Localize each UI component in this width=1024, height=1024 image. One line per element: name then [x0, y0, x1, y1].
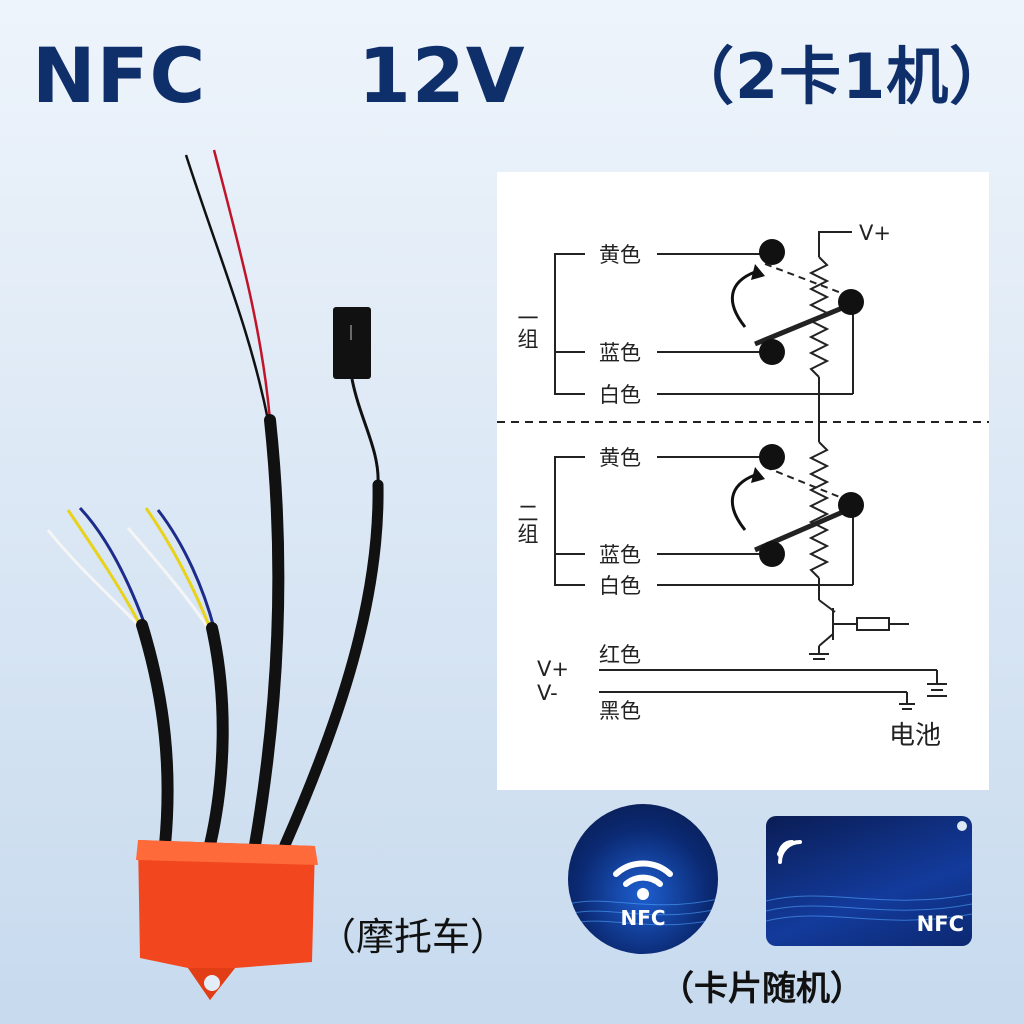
contact-dot: [759, 541, 785, 567]
label-blue-2: 蓝色: [599, 543, 641, 567]
group1-cable: [136, 619, 174, 851]
label-battery: 电池: [889, 721, 941, 751]
signal-icon: [778, 840, 802, 864]
contact-dot: [759, 239, 785, 265]
device-illustration: [46, 149, 384, 1000]
label-vminus: V-: [537, 681, 558, 705]
label-blue-1: 蓝色: [599, 341, 641, 365]
device-caption: （摩托车）: [318, 915, 509, 959]
device-housing: [138, 840, 315, 1000]
red-wire-thin: [212, 149, 272, 421]
nfc-antenna-pad: [333, 307, 371, 379]
title-nfc: NFC: [32, 31, 207, 120]
label-yellow-1: 黄色: [599, 243, 641, 267]
mounting-hole: [204, 975, 220, 991]
label-vplus: V+: [537, 657, 569, 681]
round-tag-label: NFC: [620, 906, 666, 930]
title-voltage: 12V: [358, 31, 526, 120]
label-yellow-2: 黄色: [599, 446, 641, 470]
label-white-2: 白色: [599, 574, 641, 598]
nfc-card-tag: NFC: [766, 816, 972, 946]
group2-cable: [204, 622, 229, 851]
label-group-2: 二组: [515, 502, 539, 544]
label-black: 黑色: [599, 699, 641, 723]
main-cable: [249, 414, 285, 851]
label-red: 红色: [599, 643, 641, 667]
wiring-diagram: 黄色 蓝色 白色 一组 黄色 蓝色 白色 二组 V+ 红色 V+ V- 黑色 电…: [497, 172, 989, 790]
contact-dot: [838, 289, 864, 315]
label-vplus-top: V+: [859, 221, 891, 245]
card-tag-label: NFC: [916, 912, 964, 936]
black-wire-thin: [184, 154, 270, 421]
contact-dot: [759, 339, 785, 365]
title-package: （2卡1机）: [672, 40, 1013, 113]
antenna-cable: [279, 479, 384, 851]
label-group-1: 一组: [515, 307, 539, 349]
nfc-round-tag: NFC: [568, 804, 718, 954]
contact-dot: [838, 492, 864, 518]
cards-caption: （卡片随机）: [660, 969, 864, 1009]
contact-dot: [759, 444, 785, 470]
wifi-icon: [613, 860, 673, 887]
label-white-1: 白色: [599, 383, 641, 407]
